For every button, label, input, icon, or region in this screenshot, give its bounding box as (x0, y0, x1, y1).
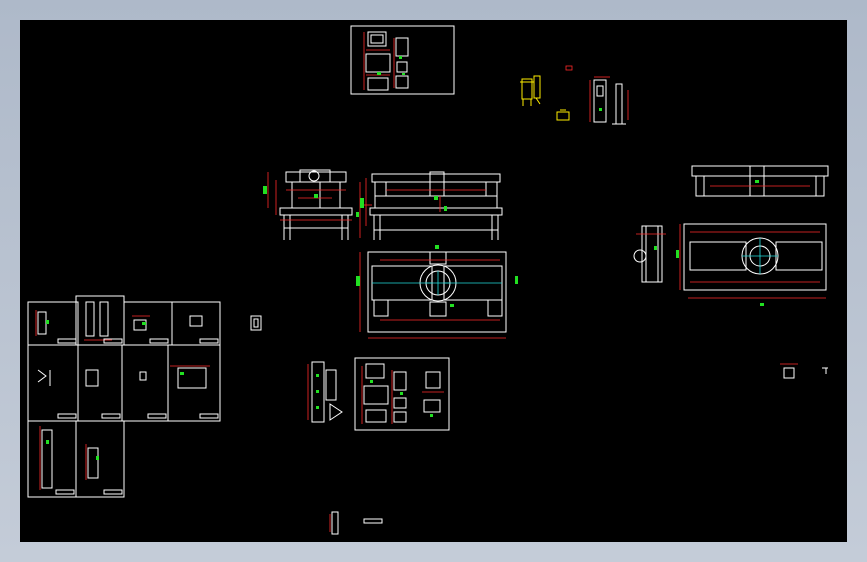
plan-view-center[interactable] (356, 245, 518, 339)
detail-sheet-top[interactable] (350, 25, 455, 95)
cad-drawing-canvas[interactable] (20, 20, 847, 542)
part-vertical-rail[interactable] (307, 361, 343, 423)
part-pin-and-bar[interactable] (329, 511, 383, 535)
part-yellow-bracket[interactable] (520, 65, 573, 121)
right-elevation-view[interactable] (691, 165, 829, 197)
front-elevation-view[interactable] (360, 171, 503, 240)
side-elevation-view[interactable] (263, 169, 361, 240)
part-small-fitting[interactable] (780, 363, 828, 379)
plan-view-right[interactable] (676, 223, 827, 306)
drawing-sheet (27, 25, 829, 535)
part-clip[interactable] (250, 315, 262, 331)
detail-sheet-bottom[interactable] (354, 357, 450, 431)
parts-detail-grid[interactable] (27, 295, 221, 498)
part-side-bracket[interactable] (589, 76, 629, 125)
end-view-right[interactable] (633, 225, 666, 283)
